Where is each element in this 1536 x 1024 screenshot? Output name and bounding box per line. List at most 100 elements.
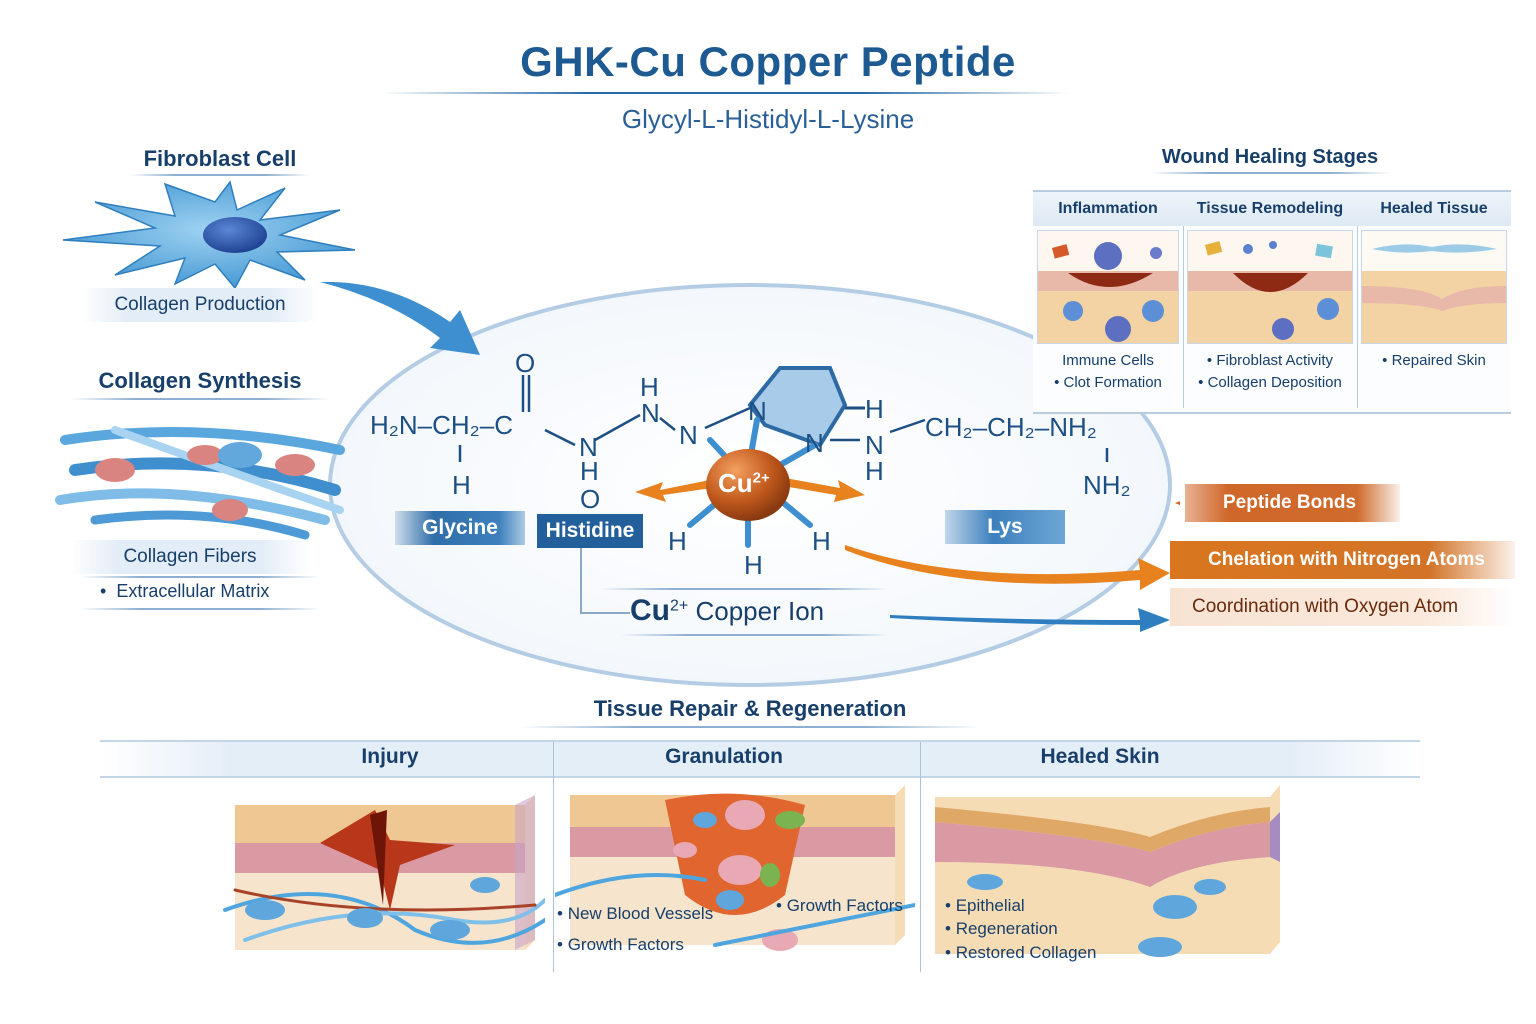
imidazole-ring xyxy=(747,366,848,448)
stage-note-bulleted: • Fibroblast Activity xyxy=(1206,352,1334,369)
copper-label-text: Copper Ion xyxy=(695,596,825,626)
cu-charge: 2+ xyxy=(752,469,770,487)
peptide-bond-arrow xyxy=(1175,501,1180,506)
inflammation-illustration xyxy=(1037,230,1179,344)
granulation-bullet: • Growth Factors xyxy=(557,935,684,954)
atom-h-lys: H xyxy=(865,456,884,486)
stage-notes: • Repaired Skin xyxy=(1357,344,1511,372)
atom-ring-n2: N xyxy=(805,428,824,458)
atom-n-amide: N xyxy=(579,432,598,462)
atom-n-lys: N xyxy=(865,430,884,460)
atom-h-top: H xyxy=(640,372,659,402)
bullet-text: Regeneration xyxy=(955,919,1058,938)
granulation-skin-block xyxy=(555,785,915,951)
granulation-bullet: • New Blood Vessels xyxy=(557,904,714,923)
fibroblast-heading: Fibroblast Cell xyxy=(143,146,297,171)
wound-stages-panel: Inflammation Immune Cells • Clot Formati… xyxy=(1033,190,1511,414)
panel-divider xyxy=(553,742,554,972)
copper-label-symbol: Cu xyxy=(630,594,670,627)
copper-ion-label: Cu2+ Copper Ion xyxy=(630,594,824,628)
collagen-fibers-illustration xyxy=(55,426,345,540)
stage-title: Inflammation xyxy=(1033,192,1183,226)
band-coordination: Coordination with Oxygen Atom xyxy=(1170,588,1515,626)
injury-skin-block xyxy=(223,795,545,950)
cell-nucleus xyxy=(203,217,267,253)
histidine-connector-h xyxy=(580,612,630,614)
stage-inflammation: Inflammation Immune Cells • Clot Formati… xyxy=(1033,192,1184,408)
stage-note-bulleted: • Repaired Skin xyxy=(1382,352,1486,369)
atom-o-carbonyl: O xyxy=(515,348,536,378)
stage-title: Tissue Remodeling xyxy=(1183,192,1357,226)
stage-note: Clot Formation xyxy=(1063,374,1162,391)
wound-healing-heading: Wound Healing Stages xyxy=(1161,146,1379,168)
atom-ring-n1: N xyxy=(748,396,767,426)
bullet-text: New Blood Vessels xyxy=(567,904,714,923)
panel-divider xyxy=(920,742,921,972)
healed-skin-bullet: • Regeneration xyxy=(945,919,1058,938)
lysine-nh2: NH₂ xyxy=(1083,470,1131,500)
copper-label-rule-bottom xyxy=(620,634,890,636)
tag-lys: Lys xyxy=(945,510,1065,544)
copper-ion-sphere xyxy=(706,449,790,521)
tissue-repair-header-band xyxy=(100,740,1420,778)
stage-note-bulleted: • Collagen Deposition xyxy=(1198,374,1342,391)
fibroblast-caption: Collagen Production xyxy=(80,288,320,322)
collagen-heading: Collagen Synthesis xyxy=(98,368,302,393)
atom-n-mid: N xyxy=(679,420,698,450)
stage-tissue-remodeling: Tissue Remodeling • Fibroblast Activity … xyxy=(1183,192,1358,408)
glycine-group: H₂N–CH₂–C xyxy=(370,410,513,440)
molecule-bonds xyxy=(458,366,1109,548)
band-chelation: Chelation with Nitrogen Atoms xyxy=(1170,541,1515,579)
chelation-arrow xyxy=(845,545,1170,590)
lysine-chain: CH₂–CH₂–NH₂ xyxy=(925,412,1097,442)
wound-healing-rule xyxy=(1150,172,1390,174)
chelation-arrows xyxy=(635,478,865,502)
atom-h-amide: H xyxy=(580,456,599,486)
atom-n-top: N xyxy=(641,398,660,428)
copper-label-charge: 2+ xyxy=(670,597,689,615)
stage-title: Healed Tissue xyxy=(1357,192,1511,226)
collagen-bullet-rule xyxy=(80,608,320,610)
healed-skin-bullet: • Restored Collagen xyxy=(945,943,1097,962)
fibroblast-arrow xyxy=(320,281,480,355)
stage-note: Repaired Skin xyxy=(1391,352,1486,369)
panel-title-granulation: Granulation xyxy=(665,745,783,768)
copper-ion-symbol: Cu2+ xyxy=(718,468,770,499)
page-subtitle: Glycyl-L-Histidyl-L-Lysine xyxy=(621,104,915,134)
remodeling-illustration xyxy=(1187,230,1353,344)
copper-label-rule-top xyxy=(600,588,890,590)
stage-healed-tissue: Healed Tissue • Repaired Skin xyxy=(1357,192,1511,408)
stage-notes: • Fibroblast Activity • Collagen Deposit… xyxy=(1183,344,1357,394)
histidine-connector xyxy=(580,548,582,614)
collagen-bullet-text: Extracellular Matrix xyxy=(116,581,270,601)
bullet-text: Restored Collagen xyxy=(955,943,1097,962)
atom-ring-h: H xyxy=(865,394,884,424)
collagen-rule xyxy=(70,398,330,400)
page-title: GHK-Cu Copper Peptide xyxy=(520,38,1016,85)
panel-title-injury: Injury xyxy=(361,745,419,768)
bullet-dot: • xyxy=(100,581,117,601)
atom-h-glycine: H xyxy=(452,470,471,500)
tissue-repair-rule xyxy=(520,726,980,728)
tag-glycine: Glycine xyxy=(395,511,525,545)
bullet-text: Epithelial xyxy=(955,896,1025,915)
atom-h-bottom: H xyxy=(744,550,763,580)
stage-notes: Immune Cells • Clot Formation xyxy=(1033,344,1183,394)
healed-skin-bullet: • Epithelial xyxy=(945,896,1025,915)
tag-histidine: Histidine xyxy=(537,514,643,548)
granulation-bullet: • Growth Factors xyxy=(776,896,903,915)
title-divider xyxy=(380,92,1070,94)
healed-skin-block xyxy=(935,785,1280,957)
cu-symbol: Cu xyxy=(718,468,753,498)
stage-note: Collagen Deposition xyxy=(1207,374,1342,391)
atom-h-left: H xyxy=(668,526,687,556)
bullet-text: Growth Factors xyxy=(567,935,684,954)
collagen-caption: Collagen Fibers xyxy=(70,540,310,574)
stage-note-bulleted: • Clot Formation xyxy=(1054,374,1162,391)
atom-o-amide: O xyxy=(580,484,601,514)
panel-title-healed-skin: Healed Skin xyxy=(1040,745,1160,768)
collagen-bullet: • Extracellular Matrix xyxy=(100,581,269,602)
binding-arrows xyxy=(845,501,1180,632)
healed-tissue-illustration xyxy=(1361,230,1507,344)
band-peptide-bonds: Peptide Bonds xyxy=(1185,484,1400,522)
